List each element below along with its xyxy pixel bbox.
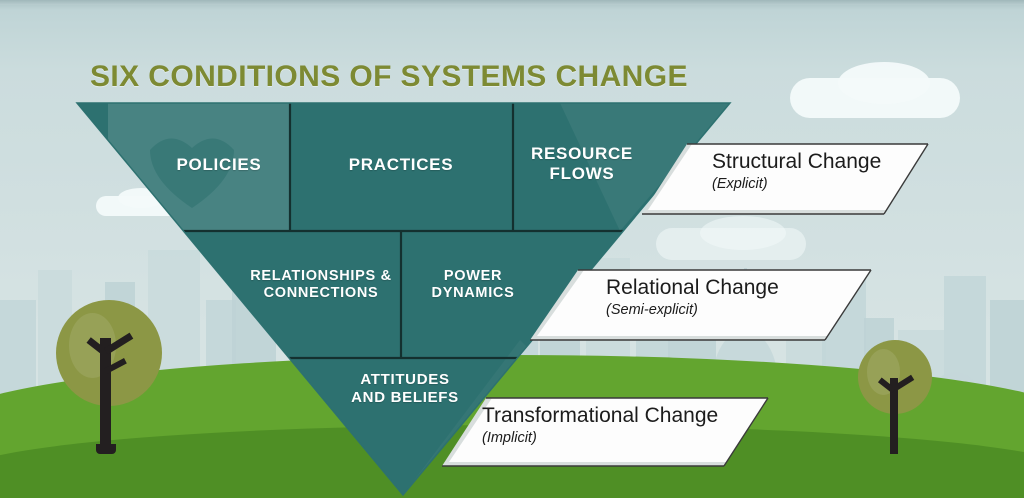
cell-label-attitudes-beliefs: ATTITUDES AND BELIEFS <box>351 371 459 406</box>
cell-label-practices: PRACTICES <box>348 155 454 174</box>
callout-subtitle: (Implicit) <box>482 430 537 446</box>
callout-transformational-change: Transformational Change (Implicit) <box>440 396 770 474</box>
cell-label-power-dynamics: POWER DYNAMICS <box>431 268 515 302</box>
top-edge-band <box>0 0 1024 5</box>
callout-title: Relational Change <box>606 276 779 299</box>
callout-title: Transformational Change <box>482 404 719 427</box>
cell-label-relationships-connections: RELATIONSHIPS & CONNECTIONS <box>250 268 392 302</box>
callout-subtitle: (Semi-explicit) <box>606 302 698 318</box>
callout-relational-change: Relational Change (Semi-explicit) <box>528 268 873 348</box>
cell-label-resource-flows: RESOURCE FLOWS <box>531 144 633 184</box>
cell-label-policies: POLICIES <box>176 155 262 174</box>
callout-title: Structural Change <box>712 150 882 173</box>
callout-structural-change: Structural Change (Explicit) <box>640 142 930 222</box>
page-title: SIX CONDITIONS OF SYSTEMS CHANGE <box>90 60 688 93</box>
callout-subtitle: (Explicit) <box>712 176 768 192</box>
